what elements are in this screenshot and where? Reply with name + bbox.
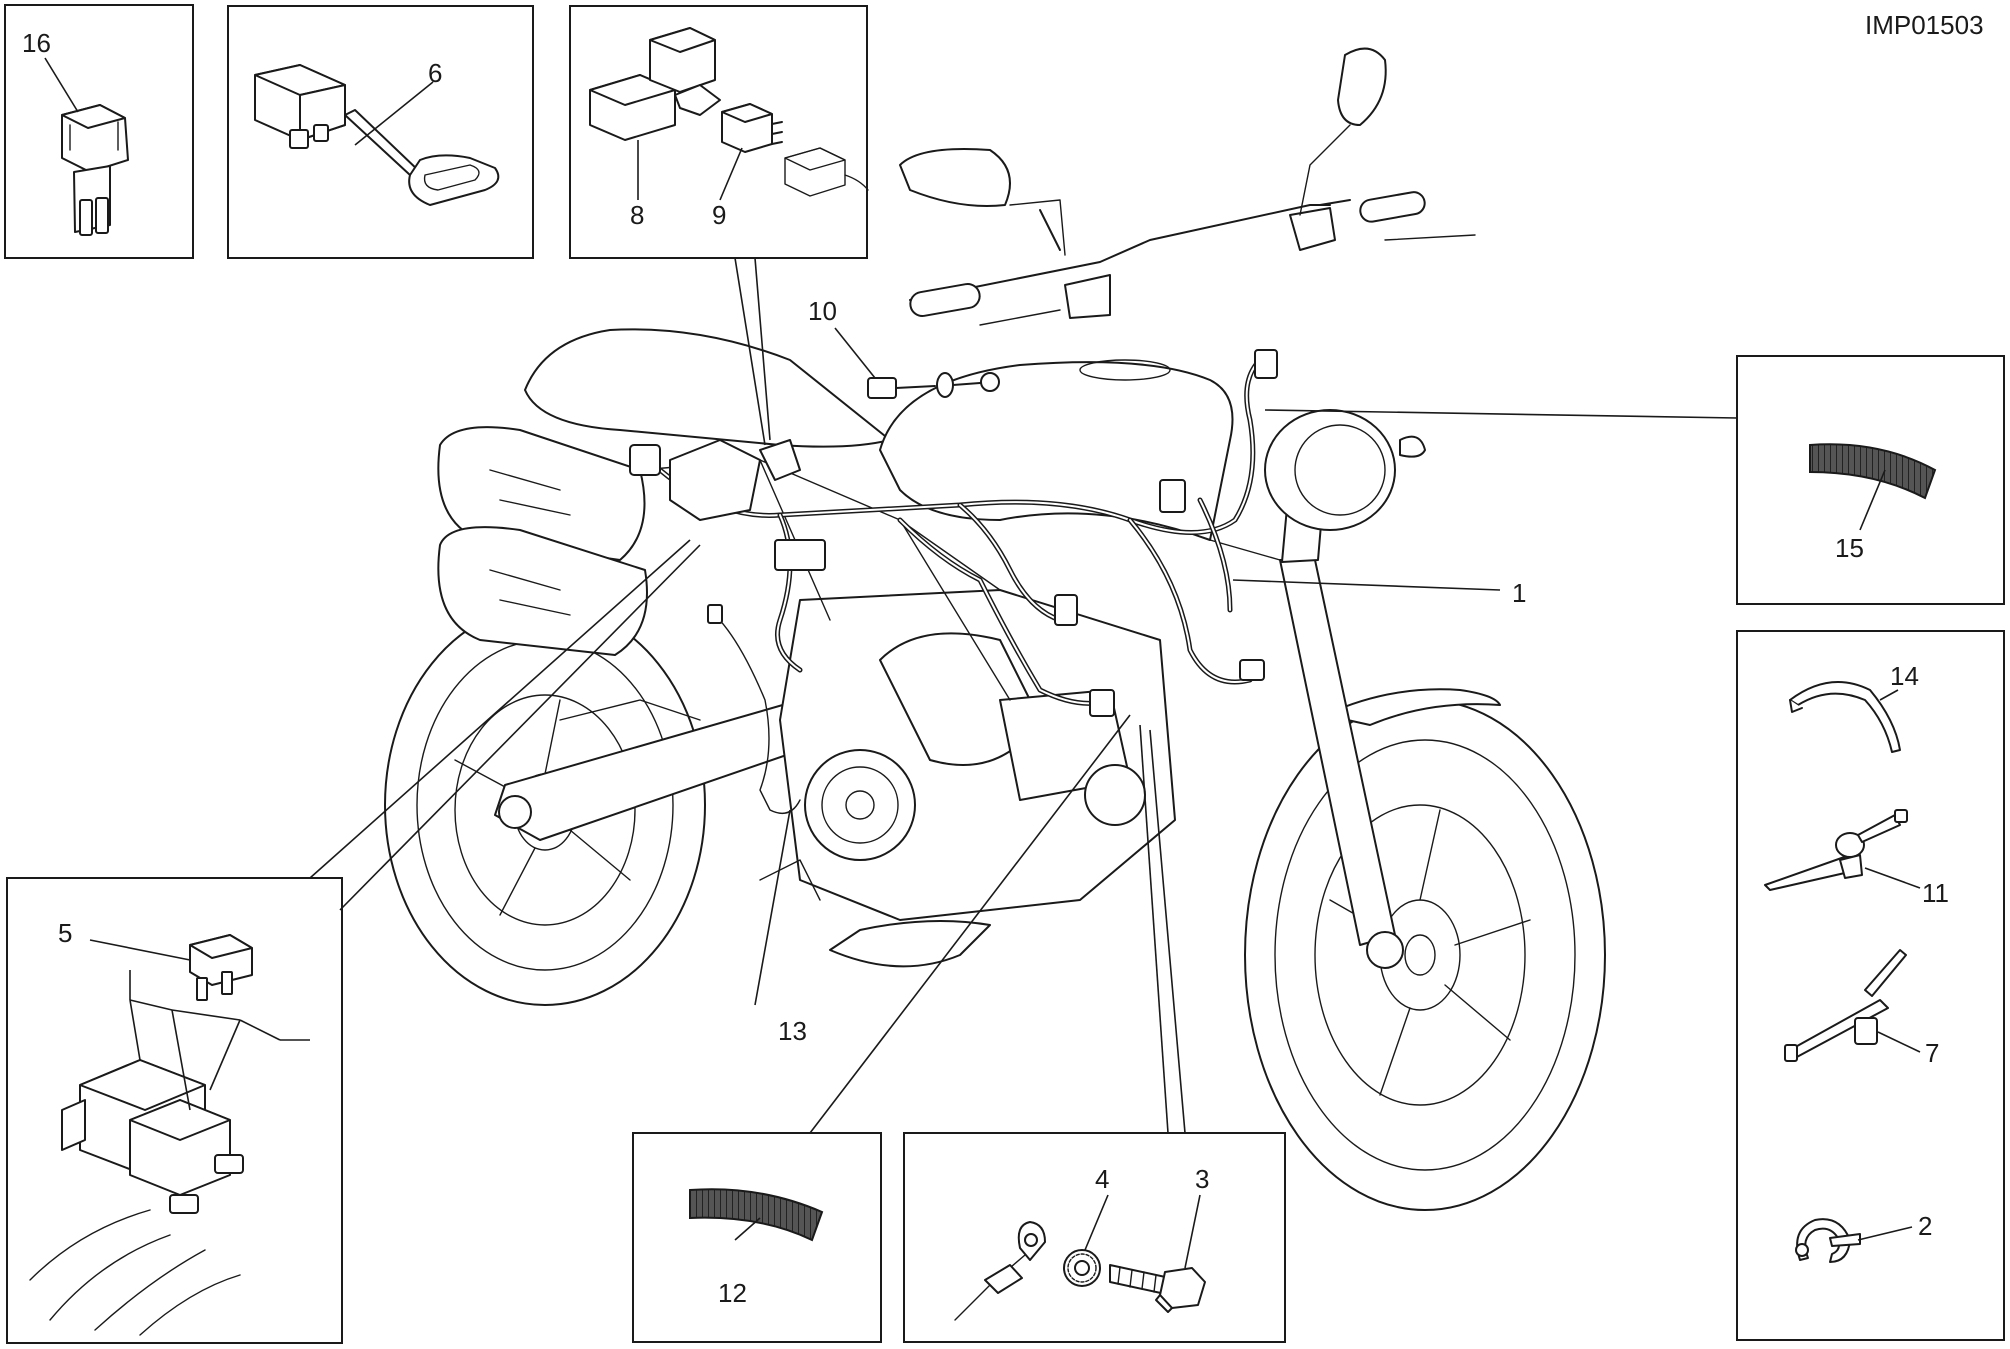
inset-connector-16 <box>4 4 194 259</box>
hose-part-12 <box>689 1188 824 1242</box>
callout-13: 13 <box>778 1016 807 1046</box>
washer-part-4 <box>1063 1249 1101 1287</box>
engine <box>779 589 1176 968</box>
inset-hose-15 <box>1736 355 2005 605</box>
clip-part-14 <box>1789 681 1901 753</box>
fuse-box-on-bike <box>629 439 826 571</box>
callout-11: 11 <box>1922 878 1949 908</box>
callout-12: 12 <box>718 1278 747 1308</box>
inset-clips <box>1736 630 2005 1341</box>
sensor-lead <box>714 614 801 814</box>
inset-relays-8-9 <box>569 5 869 259</box>
handlebar-and-mirrors <box>899 47 1476 326</box>
ground-cable <box>954 1221 1046 1321</box>
callout-1: 1 <box>1512 578 1526 608</box>
hose-part-15 <box>1809 443 1937 500</box>
seat <box>524 328 891 448</box>
inset-fuse-box-5 <box>6 877 343 1344</box>
callout-15: 15 <box>1835 533 1864 563</box>
inset-hose-12 <box>632 1132 882 1343</box>
callout-16: 16 <box>22 28 51 58</box>
fuel-tank <box>879 361 1234 541</box>
front-wheel <box>1244 699 1606 1211</box>
relay-socket <box>784 147 869 197</box>
clip-part-7 <box>1784 949 1907 1062</box>
callout-8: 8 <box>630 200 644 230</box>
inset-lead-6 <box>227 5 534 259</box>
callout-labels: IMP01503 16 6 8 9 10 1 15 14 11 7 2 5 13… <box>22 10 1984 1308</box>
callout-14: 14 <box>1890 661 1919 691</box>
connector-part-16 <box>61 104 129 236</box>
relay-part-8 <box>589 27 721 141</box>
callout-3: 3 <box>1195 1164 1209 1194</box>
clip-part-11 <box>1764 809 1908 891</box>
callout-4: 4 <box>1095 1164 1109 1194</box>
wiring-harness <box>657 349 1278 717</box>
clip-part-2 <box>1795 1218 1861 1263</box>
callout-5: 5 <box>58 918 72 948</box>
inset-ground-cable-3-4 <box>903 1132 1286 1343</box>
horn-lead <box>867 372 1000 399</box>
fuse-box-assembly <box>29 1059 244 1336</box>
figure-code: IMP01503 <box>1865 10 1984 40</box>
front-mudguard <box>1324 688 1501 726</box>
callout-7: 7 <box>1925 1038 1939 1068</box>
leader-lines <box>7 57 1921 1269</box>
screw-part-3 <box>1109 1264 1206 1313</box>
callout-9: 9 <box>712 200 726 230</box>
relay-part-9 <box>721 103 783 153</box>
exhaust-silencers <box>437 426 648 656</box>
callout-2: 2 <box>1918 1211 1932 1241</box>
motorcycle-illustration <box>384 47 1606 1211</box>
headlight <box>1264 409 1426 531</box>
lead-part-6 <box>254 64 500 206</box>
fuse-part-5 <box>189 934 253 1001</box>
callout-10: 10 <box>808 296 837 326</box>
callout-6: 6 <box>428 58 442 88</box>
